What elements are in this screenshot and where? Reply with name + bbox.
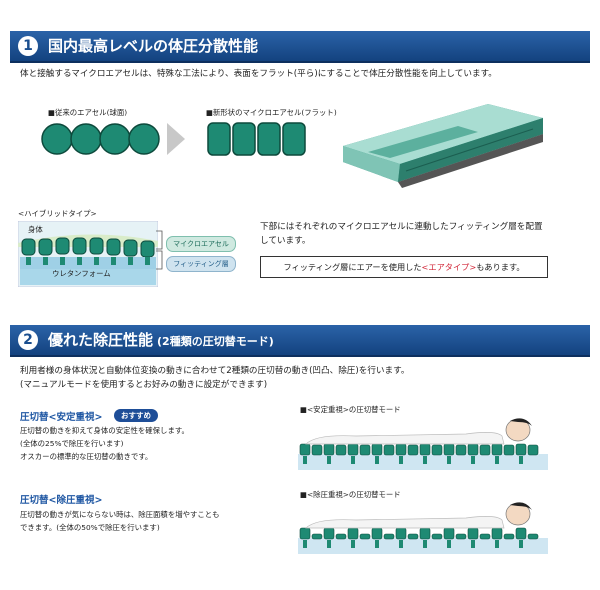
urethane-label: ウレタンフォーム (52, 269, 111, 278)
new-flat-cells-figure (207, 122, 306, 156)
section1-header: 1 国内最高レベルの体圧分散性能 (10, 31, 590, 61)
air-type-note-suffix: もあります。 (476, 262, 525, 272)
section2-title: 優れた除圧性能 (48, 331, 154, 349)
mode2-title: 圧切替<除圧重視> (20, 495, 103, 506)
mode1-title: 圧切替<安定重視> (20, 412, 103, 423)
mode1-desc-line2: (全体の25%で除圧を行います) (20, 439, 124, 448)
old-spherical-cells-figure (41, 123, 160, 155)
mode1-figure-label: ■<安定重視>の圧切替モード (300, 405, 401, 414)
mode2-desc-line2: できます。(全体の50%で除圧を行います) (20, 523, 160, 532)
old-cell-label: ■従来のエアセル(球面) (48, 108, 128, 117)
section1-title: 国内最高レベルの体圧分散性能 (48, 37, 259, 55)
hybrid-cross-section-figure (18, 221, 158, 287)
air-type-note-prefix: フィッティング層にエアーを使用した (283, 262, 422, 272)
section2-title-wrapper: 優れた除圧性能(2種類の圧切替モード) (48, 325, 274, 357)
body-label: 身体 (28, 225, 43, 234)
section2-intro-line2: (マニュアルモードを使用するとお好みの動きに設定ができます) (20, 380, 268, 390)
mode1-desc-line1: 圧切替の動きを抑えて身体の安定性を確保します。 (20, 426, 189, 435)
bracket-lines (156, 230, 163, 270)
air-type-note-highlight: <エアタイプ> (421, 262, 477, 272)
section2-header: 2 優れた除圧性能(2種類の圧切替モード) (10, 325, 590, 355)
mode2-desc-line1: 圧切替の動きが気にならない時は、除圧面積を増やすことも (20, 510, 220, 519)
mattress-illustration (343, 104, 543, 188)
mode2-figure-label: ■<除圧重視>の圧切替モード (300, 490, 401, 499)
section2-number: 2 (18, 330, 38, 350)
mode2-person-on-mattress-figure (298, 502, 548, 554)
section2-subtitle: (2種類の圧切替モード) (157, 335, 274, 348)
recommended-badge: おすすめ (114, 409, 158, 422)
section1-intro: 体と接触するマイクロエアセルは、特殊な工法により、表面をフラット(平ら)にするこ… (20, 69, 497, 79)
fitting-desc-line2: しています。 (260, 236, 311, 246)
micro-air-cell-label: マイクロエアセル (166, 236, 236, 252)
new-cell-label: ■新形状のマイクロエアセル(フラット) (206, 108, 337, 117)
arrow-right-icon (167, 123, 185, 155)
mode1-desc-line3: オスカーの標準的な圧切替の動きです。 (20, 452, 153, 461)
air-type-note: フィッティング層にエアーを使用した<エアタイプ>もあります。 (260, 256, 548, 278)
mode1-person-on-mattress-figure (298, 418, 548, 470)
section1-number: 1 (18, 36, 38, 56)
fitting-layer-label: フィッティング層 (166, 256, 236, 272)
hybrid-type-label: <ハイブリッドタイプ> (18, 209, 97, 218)
fitting-desc-line1: 下部にはそれぞれのマイクロエアセルに連動したフィッティング層を配置 (260, 222, 543, 232)
section2-intro-line1: 利用者様の身体状況と自動体位変換の動きに合わせて2種類の圧切替の動き(凹凸、除圧… (20, 366, 410, 376)
